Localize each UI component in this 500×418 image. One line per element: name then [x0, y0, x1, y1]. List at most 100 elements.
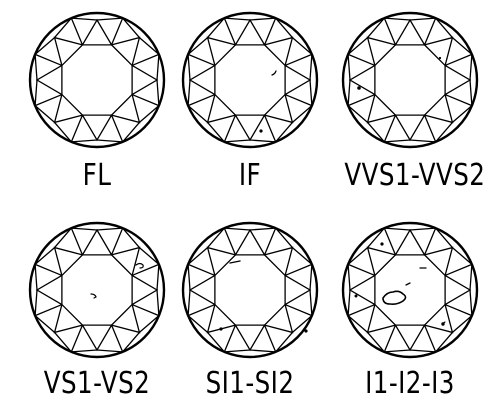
girdle-facet-line	[367, 227, 385, 248]
girdle-facet-line	[224, 17, 251, 21]
grade-cell-fl: FL	[17, 8, 177, 208]
girdle-facet-line	[187, 247, 208, 265]
girdle-facet-line	[139, 105, 160, 123]
kite-facet-line	[223, 17, 237, 46]
kite-facet-line	[423, 17, 437, 46]
girdle-outline	[28, 11, 166, 149]
girdle-facet-line	[122, 17, 140, 38]
inclusion-dot	[219, 327, 223, 331]
inclusion-mark	[405, 282, 411, 286]
girdle-facet-line	[384, 139, 411, 143]
girdle-facet-line	[452, 315, 473, 333]
kite-facet-line	[347, 53, 376, 67]
kite-facet-line	[423, 227, 437, 256]
kite-facet-line	[34, 303, 63, 317]
grade-cell-i: I1-I2-I3	[330, 218, 490, 418]
girdle-facet-line	[122, 332, 140, 353]
kite-facet-line	[70, 324, 84, 353]
grade-cell-vs: VS1-VS2	[17, 218, 177, 418]
grade-cell-si: SI1-SI2	[170, 218, 330, 418]
girdle-facet-line	[207, 227, 225, 248]
grade-cell-vvs: VVS1-VVS2	[330, 8, 490, 208]
kite-facet-line	[444, 303, 473, 317]
girdle-facet-line	[122, 227, 140, 248]
girdle-facet-line	[452, 105, 473, 123]
girdle-facet-line	[224, 227, 251, 231]
girdle-facet-line	[34, 105, 55, 123]
girdle-facet-line	[187, 54, 191, 81]
girdle-facet-line	[409, 349, 436, 353]
girdle-facet-line	[435, 122, 453, 143]
star-facets	[35, 18, 159, 142]
kite-facet-line	[444, 53, 473, 67]
girdle-facet-line	[34, 289, 38, 316]
girdle-facet-line	[309, 54, 313, 81]
diamond-si-diagram	[181, 221, 319, 359]
diamond-vs-diagram	[28, 221, 166, 359]
girdle-facet-line	[187, 289, 191, 316]
girdle-facet-line	[34, 37, 55, 55]
girdle-facet-line	[347, 79, 351, 106]
girdle-facet-line	[96, 139, 123, 143]
inclusion-mark	[229, 260, 241, 264]
grade-label-vs: VS1-VS2	[43, 366, 151, 401]
kite-facet-line	[444, 263, 473, 277]
girdle-facet-line	[34, 54, 38, 81]
girdle-outline	[181, 11, 319, 149]
girdle-facet-line	[347, 54, 351, 81]
girdle-facet-line	[309, 79, 313, 106]
girdle-facet-line	[469, 54, 473, 81]
kite-facet-line	[263, 227, 277, 256]
star-facets	[348, 18, 472, 142]
girdle-facet-line	[409, 17, 436, 21]
kite-facet-line	[284, 303, 313, 317]
girdle-facet-line	[207, 122, 225, 143]
girdle-facet-line	[292, 105, 313, 123]
kite-facet-line	[70, 114, 84, 143]
kite-facet-line	[263, 324, 277, 353]
girdle-facet-line	[249, 349, 276, 353]
girdle-facet-line	[207, 332, 225, 353]
girdle-facet-line	[156, 54, 160, 81]
girdle-facet-line	[71, 17, 98, 21]
inclusion-dot	[259, 129, 263, 133]
girdle-facet-line	[187, 37, 208, 55]
girdle-facet-line	[275, 227, 293, 248]
kite-facet-line	[347, 303, 376, 317]
kite-facet-line	[423, 324, 437, 353]
kite-facet-line	[284, 53, 313, 67]
girdle-facet-line	[384, 17, 411, 21]
girdle-facet-line	[249, 17, 276, 21]
girdle-facet-line	[367, 17, 385, 38]
kite-facet-line	[423, 114, 437, 143]
kite-facet-line	[131, 303, 160, 317]
grade-label-si: SI1-SI2	[205, 366, 295, 401]
kite-facet-line	[110, 114, 124, 143]
girdle-facet-line	[452, 37, 473, 55]
inclusion-mark	[135, 262, 144, 269]
girdle-outline	[181, 221, 319, 359]
inclusion-mark	[441, 321, 446, 325]
girdle-facet-line	[96, 227, 123, 231]
star-facets	[348, 228, 472, 352]
grade-label-if: IF	[238, 158, 262, 193]
girdle-facet-line	[224, 139, 251, 143]
girdle-facet-line	[309, 264, 313, 291]
star-facets	[188, 228, 312, 352]
girdle-facet-line	[34, 247, 55, 265]
kite-facet-line	[383, 114, 397, 143]
kite-facet-line	[187, 53, 216, 67]
girdle-facet-line	[435, 227, 453, 248]
girdle-facet-line	[96, 17, 123, 21]
girdle-facet-line	[249, 227, 276, 231]
girdle-facet-line	[469, 79, 473, 106]
grade-label-i: I1-I2-I3	[365, 366, 455, 401]
girdle-facet-line	[384, 227, 411, 231]
girdle-facet-line	[435, 332, 453, 353]
kite-facet-line	[383, 324, 397, 353]
girdle-facet-line	[275, 122, 293, 143]
girdle-facet-line	[309, 289, 313, 316]
kite-facet-line	[34, 53, 63, 67]
girdle-facet-line	[54, 122, 72, 143]
girdle-facet-line	[187, 315, 208, 333]
